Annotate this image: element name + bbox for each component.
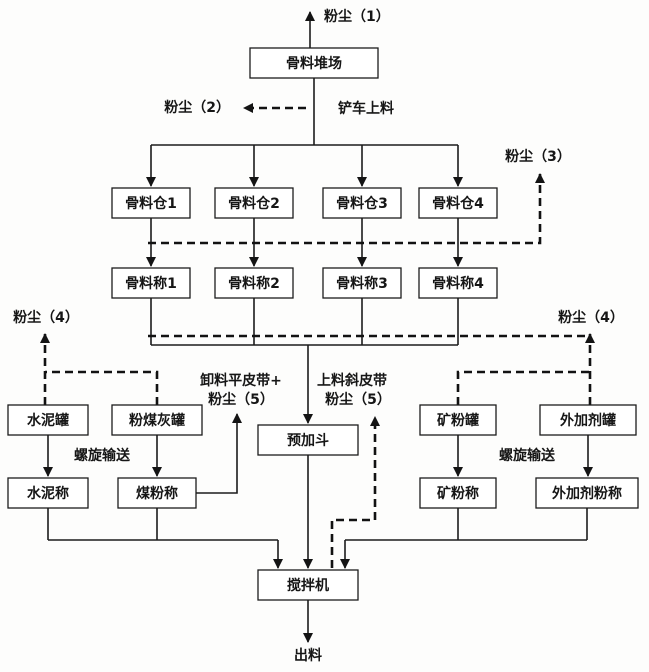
box-aggregate-bin-4: 骨料仓4 xyxy=(418,187,498,219)
mineral-scale-rect xyxy=(419,477,497,509)
aggregate-scale3-rect xyxy=(322,267,402,299)
aggregate-scale3-label: 骨料称3 xyxy=(336,275,388,292)
aggregate-stockpile-rect xyxy=(249,47,379,79)
box-admixture-powder-scale: 外加剂粉称 xyxy=(535,477,639,509)
aggregate-bin4-label: 骨料仓4 xyxy=(432,195,484,212)
dust4-right-label: 粉尘（4） xyxy=(558,309,624,326)
mixer-rect xyxy=(257,569,359,601)
box-aggregate-stockpile: 骨料堆场 xyxy=(249,47,379,79)
box-aggregate-bin-2: 骨料仓2 xyxy=(214,187,294,219)
mineral-tank-label: 矿粉罐 xyxy=(437,412,479,429)
flat-belt-label-line1: 卸料平皮带+ xyxy=(200,372,282,389)
cement-scale-rect xyxy=(7,477,89,509)
aggregate-bin1-rect xyxy=(111,187,191,219)
flyash-tank-rect xyxy=(111,404,203,436)
dust3-label: 粉尘（3） xyxy=(505,148,571,165)
box-mineral-powder-tank: 矿粉罐 xyxy=(419,404,497,436)
coal-scale-label: 煤粉称 xyxy=(136,485,178,502)
dust3-dashed-arrow xyxy=(148,173,545,245)
aggregate-bin2-label: 骨料仓2 xyxy=(228,195,280,212)
prehopper-label: 预加斗 xyxy=(287,433,329,449)
admixture-tank-label: 外加剂罐 xyxy=(560,412,616,429)
box-cement-scale: 水泥称 xyxy=(7,477,89,509)
box-aggregate-scale-4: 骨料称4 xyxy=(418,267,498,299)
discharge-label: 出料 xyxy=(294,647,322,664)
aggregate-scale4-label: 骨料称4 xyxy=(432,275,484,292)
dust1-label: 粉尘（1） xyxy=(324,8,390,25)
screw-conveyor-right-label: 螺旋输送 xyxy=(499,447,556,464)
aggregate-scale2-rect xyxy=(214,267,294,299)
mineral-scale-label: 矿粉称 xyxy=(437,485,479,502)
aggregate-bin2-rect xyxy=(214,187,294,219)
cement-tank-rect xyxy=(7,404,89,436)
aggregate-bin3-rect xyxy=(322,187,402,219)
dust4-right-dashed-branch xyxy=(456,370,590,405)
box-prehopper: 预加斗 xyxy=(257,424,359,456)
dust4-left-dashed-branch xyxy=(45,370,159,405)
box-aggregate-bin-1: 骨料仓1 xyxy=(111,187,191,219)
box-flyash-tank: 粉煤灰罐 xyxy=(111,404,203,436)
dust5-incline-belt-dashed-arrow xyxy=(330,416,380,568)
box-mineral-powder-scale: 矿粉称 xyxy=(419,477,497,509)
aggregate-scale2-label: 骨料称2 xyxy=(228,275,280,292)
box-aggregate-scale-2: 骨料称2 xyxy=(214,267,294,299)
admixture-scale-label: 外加剂粉称 xyxy=(552,485,622,502)
flat-belt-label-line2: 粉尘（5） xyxy=(208,391,274,408)
cement-tank-label: 水泥罐 xyxy=(27,412,69,429)
box-coal-powder-scale: 煤粉称 xyxy=(117,477,197,509)
aggregate-scale1-label: 骨料称1 xyxy=(125,275,177,292)
coal-scale-rect xyxy=(117,477,197,509)
flyash-tank-label: 粉煤灰罐 xyxy=(129,412,185,429)
aggregate-bin4-rect xyxy=(418,187,498,219)
box-mixer: 搅拌机 xyxy=(257,569,359,601)
incline-belt-label-line2: 粉尘（5） xyxy=(325,391,391,408)
box-cement-tank: 水泥罐 xyxy=(7,404,89,436)
prehopper-rect xyxy=(257,424,359,456)
loader-feed-label: 铲车上料 xyxy=(338,100,394,117)
aggregate-scale4-rect xyxy=(418,267,498,299)
admixture-scale-rect xyxy=(535,477,639,509)
box-aggregate-scale-1: 骨料称1 xyxy=(111,267,191,299)
mineral-tank-rect xyxy=(419,404,497,436)
screw-conveyor-left-label: 螺旋输送 xyxy=(74,447,131,464)
mixer-label: 搅拌机 xyxy=(287,577,329,594)
aggregate-scale1-rect xyxy=(111,267,191,299)
aggregate-bin3-label: 骨料仓3 xyxy=(336,195,388,212)
aggregate-stockpile-label: 骨料堆场 xyxy=(286,55,342,72)
incline-belt-label-line1: 上料斜皮带 xyxy=(317,372,387,389)
aggregate-bin1-label: 骨料仓1 xyxy=(125,195,177,212)
connector-coalscale-to-flatbelt xyxy=(196,413,242,494)
dust2-label: 粉尘（2） xyxy=(164,99,230,116)
box-aggregate-scale-3: 骨料称3 xyxy=(322,267,402,299)
dust4-left-label: 粉尘（4） xyxy=(13,309,79,326)
admixture-tank-rect xyxy=(539,404,637,436)
box-aggregate-bin-3: 骨料仓3 xyxy=(322,187,402,219)
box-admixture-tank: 外加剂罐 xyxy=(539,404,637,436)
cement-scale-label: 水泥称 xyxy=(27,485,69,502)
